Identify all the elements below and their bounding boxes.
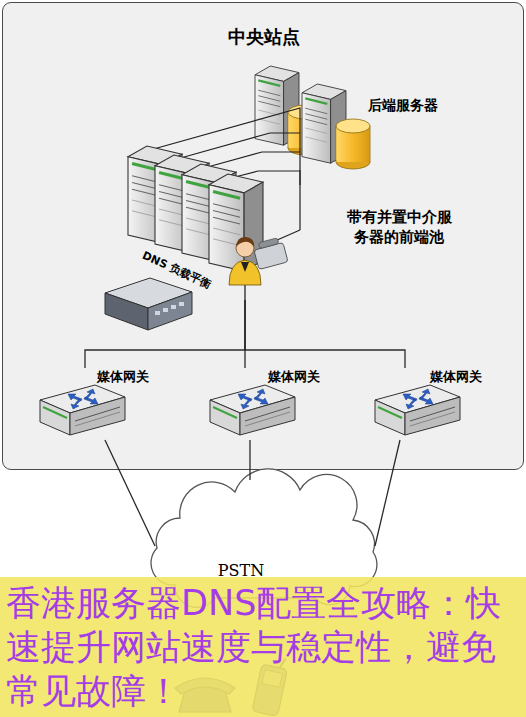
connector-path — [299, 170, 300, 185]
gateway-label: 媒体网关 — [268, 368, 338, 385]
connector-path — [85, 300, 245, 368]
connector-path — [375, 440, 400, 546]
gateway-label: 媒体网关 — [430, 368, 500, 385]
connector-line — [105, 440, 155, 546]
connector-line — [245, 300, 405, 368]
connector-path — [244, 300, 245, 368]
connector-line — [375, 440, 400, 546]
site-title: 中央站点 — [3, 25, 525, 48]
connector-line — [85, 300, 245, 368]
gateway-label: 媒体网关 — [97, 368, 167, 385]
connector-line — [249, 440, 250, 480]
connector-line — [244, 300, 245, 368]
connector-path — [245, 300, 405, 368]
banner-text: 香港服务器DNS配置全攻略：快速提升网站速度与稳定性，避免常见故障！ — [0, 577, 526, 717]
server-label: 后端服务器 — [368, 96, 454, 114]
balancer-label: DNS 负载平衡 — [140, 248, 237, 302]
connector-path — [249, 440, 250, 480]
pool-label: 带有并置中介服务器的前端池 — [346, 207, 452, 247]
connector-path — [105, 440, 155, 546]
connector-line — [299, 170, 300, 185]
